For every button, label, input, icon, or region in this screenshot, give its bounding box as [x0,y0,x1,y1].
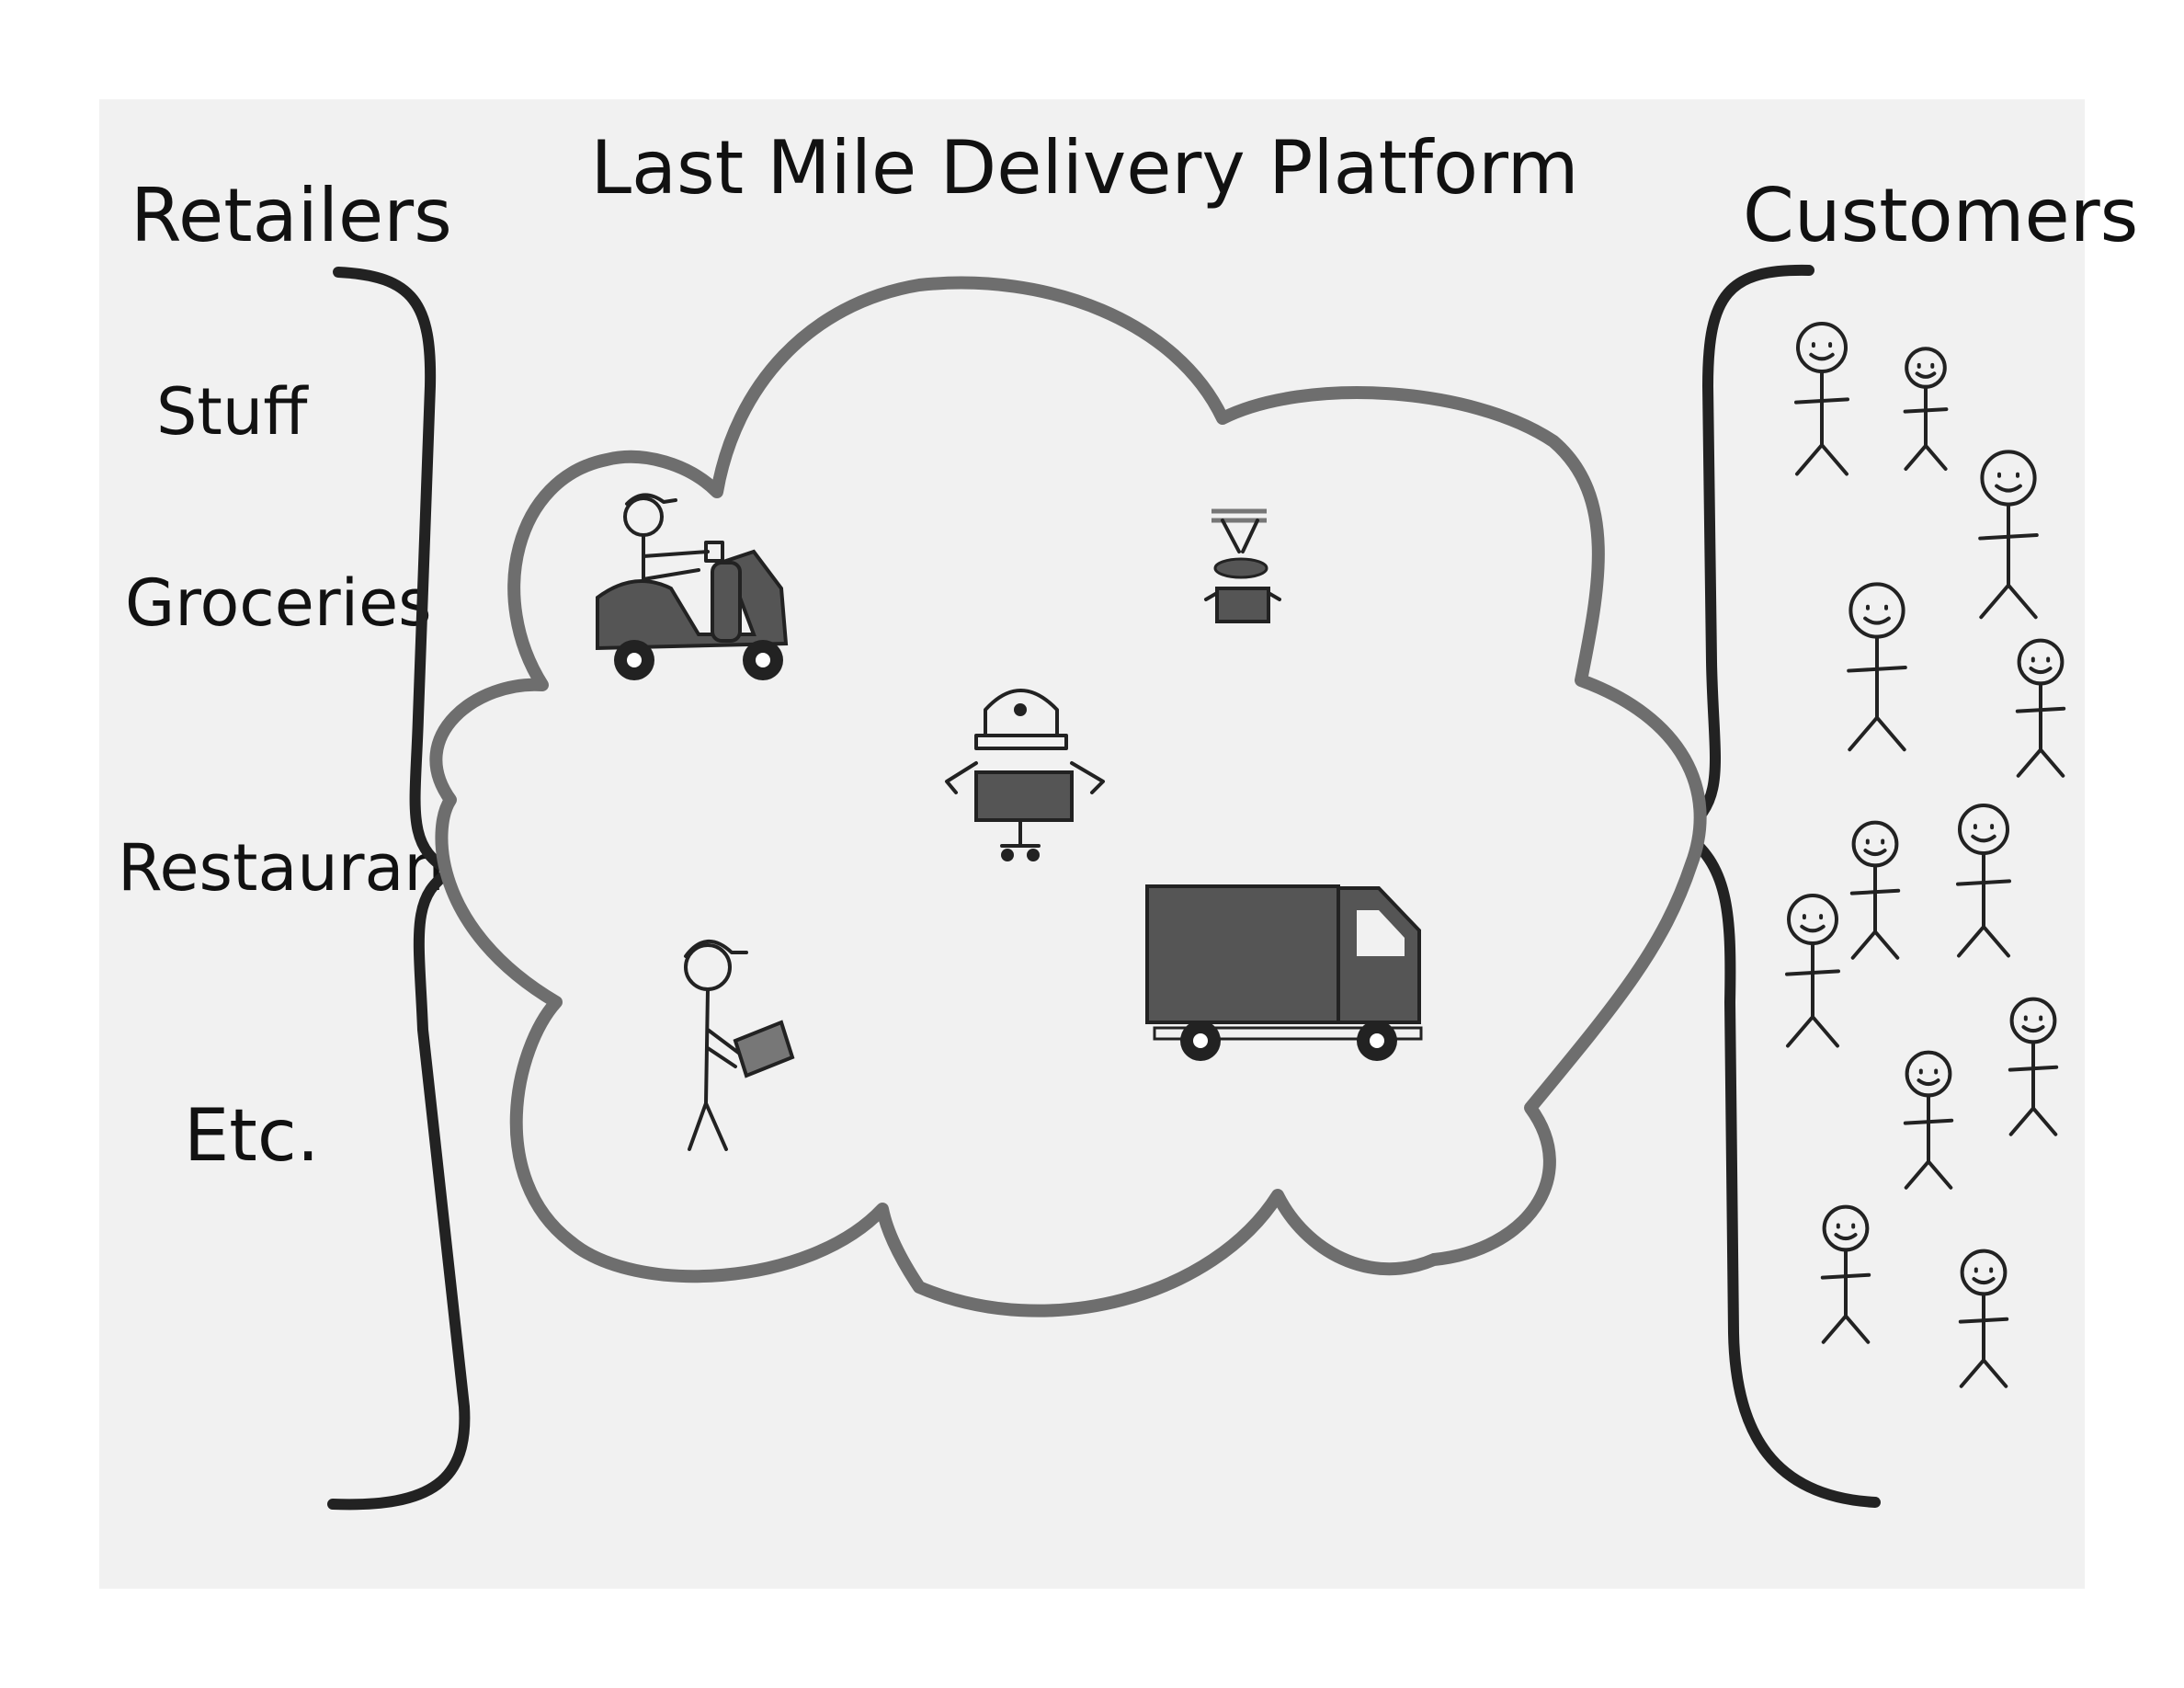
customer-crowd [1785,322,2066,1388]
delivery-truck-icon [1145,884,1423,1061]
stick-figure-icon [1847,582,1907,752]
stick-figure-icon [1903,1050,1954,1190]
stick-figure-icon [2015,638,2066,778]
stick-figure-icon [1978,450,2039,620]
stick-figure-icon [1820,1204,1871,1344]
retailer-item-groceries: Groceries [125,565,432,641]
scooter-courier-icon [596,493,789,680]
stick-figure-icon [1794,322,1849,476]
stick-figure-icon [1785,894,1840,1048]
delivery-robot-icon [945,689,1105,861]
retailer-item-etc: Etc. [184,1095,320,1178]
customers-heading: Customers [1743,173,2138,258]
stick-figure-icon [1958,1249,2009,1388]
stick-figure-icon [2008,997,2059,1136]
stick-figure-icon [1956,804,2011,958]
page-title: Last Mile Delivery Platform [590,125,1578,211]
stick-figure-icon [1903,347,1949,471]
stick-figure-icon [1849,820,1901,960]
retailers-heading: Retailers [131,173,452,258]
retailer-item-stuff: Stuff [156,374,309,450]
delivery-drone-icon [1204,508,1281,623]
walking-courier-icon [684,939,795,1151]
